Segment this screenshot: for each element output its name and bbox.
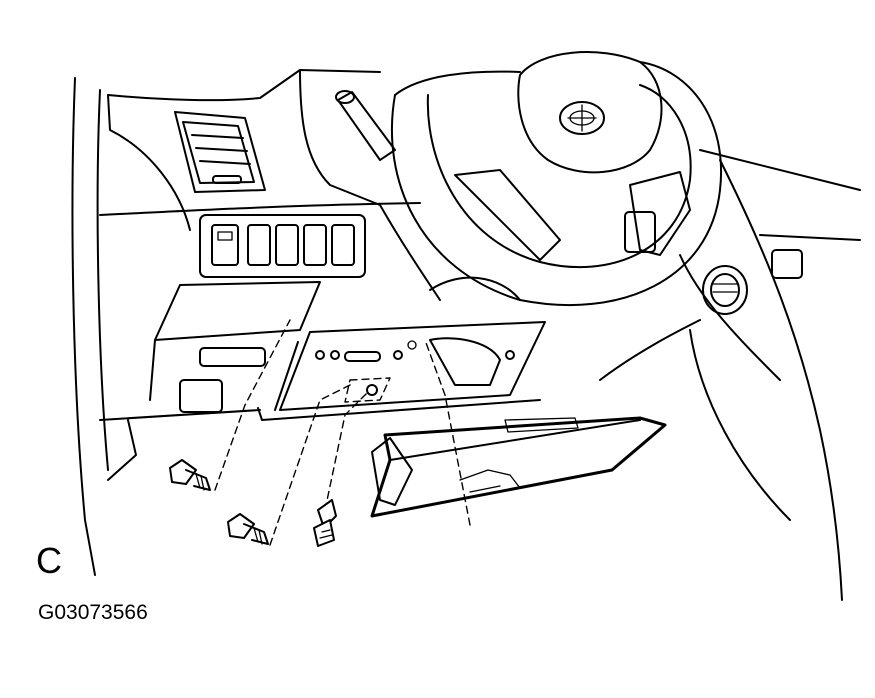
steering-column <box>335 90 521 301</box>
a-pillar <box>71 77 137 576</box>
right-air-vent <box>702 249 803 315</box>
glove-box-icon <box>370 416 667 518</box>
switch-panel <box>199 214 366 278</box>
lower-left-panel <box>99 281 541 421</box>
center-console <box>599 159 843 601</box>
bolt-icon <box>169 459 211 491</box>
left-air-vent <box>174 111 266 193</box>
view-letter: C <box>36 540 62 581</box>
steering-wheel-icon <box>391 51 723 307</box>
assembly-guide-lines <box>214 319 471 546</box>
glove-box-opening <box>274 321 546 411</box>
figure-code: G03073566 <box>38 601 148 624</box>
screw-icon <box>313 499 337 547</box>
bolt-icon <box>227 513 269 545</box>
